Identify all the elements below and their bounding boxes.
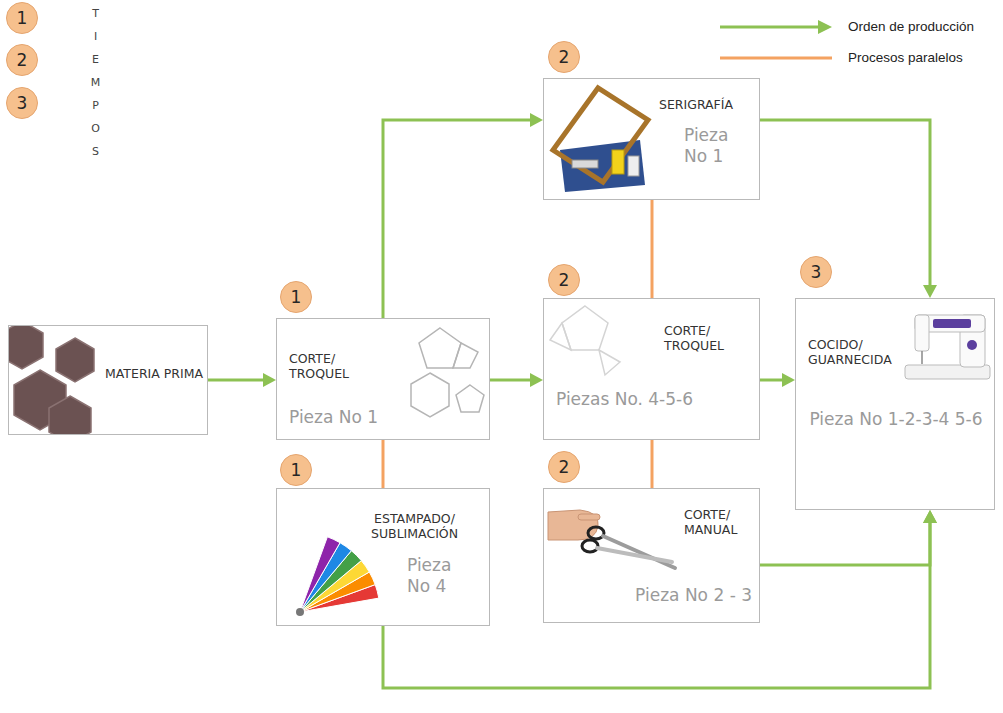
step-title: CORTE/ MANUAL xyxy=(684,507,756,537)
flow-arrow xyxy=(490,373,543,387)
step-title: ESTAMPADO/ SUBLIMACIÓN xyxy=(347,511,482,541)
step-title: COCIDO/ GUARNECIDA xyxy=(808,337,908,367)
piece-label: Piezas No. 4-5-6 xyxy=(556,389,754,410)
arrowhead xyxy=(923,510,937,523)
flow-arrow xyxy=(383,113,543,318)
die-cut-illustration xyxy=(411,328,484,417)
piece-label: Pieza No 1 xyxy=(684,125,754,167)
connector-line xyxy=(651,440,654,488)
piece-label: Pieza No 2 - 3 xyxy=(584,585,752,606)
flow-arrow xyxy=(383,510,937,688)
legend-sample xyxy=(720,58,832,59)
piece-label: Pieza No 1 xyxy=(289,407,409,428)
process-box: CORTE/ MANUAL Pieza No 2 - 3 xyxy=(543,488,760,623)
legend-number: 3 xyxy=(6,87,38,119)
step-title: SERIGRAFÍA xyxy=(659,97,754,112)
die-cut-illustration xyxy=(550,306,620,375)
assembly-box: COCIDO/ GUARNECIDA Pieza No 1-2-3-4 5-6 xyxy=(795,298,995,510)
process-box: CORTE/ TROQUEL Piezas No. 4-5-6 xyxy=(543,298,760,440)
arrowhead xyxy=(782,373,795,387)
arrowhead xyxy=(530,373,543,387)
arrowhead xyxy=(923,510,937,523)
legend-number: 2 xyxy=(6,44,38,76)
connector-line xyxy=(760,120,930,286)
connector-line xyxy=(760,379,783,382)
flow-arrow xyxy=(760,373,795,387)
scissors-illustration xyxy=(548,510,675,568)
step-title: CORTE/ TROQUEL xyxy=(289,351,374,381)
process-box: CORTE/ TROQUEL Pieza No 1 xyxy=(276,318,490,440)
process-box: SERIGRAFÍA Pieza No 1 xyxy=(543,78,760,200)
callout-number: 2 xyxy=(548,41,580,73)
connector-line xyxy=(760,522,930,565)
connector-line xyxy=(383,522,930,688)
callout-number: 2 xyxy=(548,264,580,296)
callout-number: 1 xyxy=(280,281,312,313)
sewing-machine-illustration xyxy=(905,315,990,379)
parallel-line xyxy=(652,440,653,488)
connector-line xyxy=(651,200,654,298)
arrowhead xyxy=(530,113,543,127)
legend-sample xyxy=(720,20,832,34)
arrowhead xyxy=(923,285,937,298)
arrowhead xyxy=(263,373,276,387)
flow-arrow xyxy=(760,120,937,298)
connector-line xyxy=(383,120,531,318)
callout-number: 2 xyxy=(548,451,580,483)
color-fan-illustration xyxy=(296,537,379,616)
screen-printing-illustration xyxy=(553,88,648,192)
legend-label: Orden de producción xyxy=(848,19,974,35)
legend-label: Procesos paralelos xyxy=(848,50,963,66)
connector-line xyxy=(490,379,531,382)
step-title: MATERIA PRIMA xyxy=(105,366,205,381)
connector-line xyxy=(208,379,264,382)
piece-label: Pieza No 1-2-3-4 5-6 xyxy=(806,409,986,430)
source-box: MATERIA PRIMA xyxy=(8,325,208,435)
connector-line xyxy=(382,440,385,488)
piece-label: Pieza No 4 xyxy=(407,555,479,597)
callout-number: 1 xyxy=(280,454,312,486)
raw-material-illustration xyxy=(9,326,94,434)
flow-arrow xyxy=(760,510,937,565)
flow-arrow xyxy=(208,373,276,387)
parallel-line xyxy=(652,200,653,298)
parallel-line xyxy=(383,440,384,488)
vertical-heading: T I E M P O S xyxy=(90,2,101,163)
process-box: ESTAMPADO/ SUBLIMACIÓN Pieza No 4 xyxy=(276,488,490,626)
callout-number: 3 xyxy=(800,256,832,288)
step-title: CORTE/ TROQUEL xyxy=(664,323,754,353)
legend-number: 1 xyxy=(6,2,38,34)
